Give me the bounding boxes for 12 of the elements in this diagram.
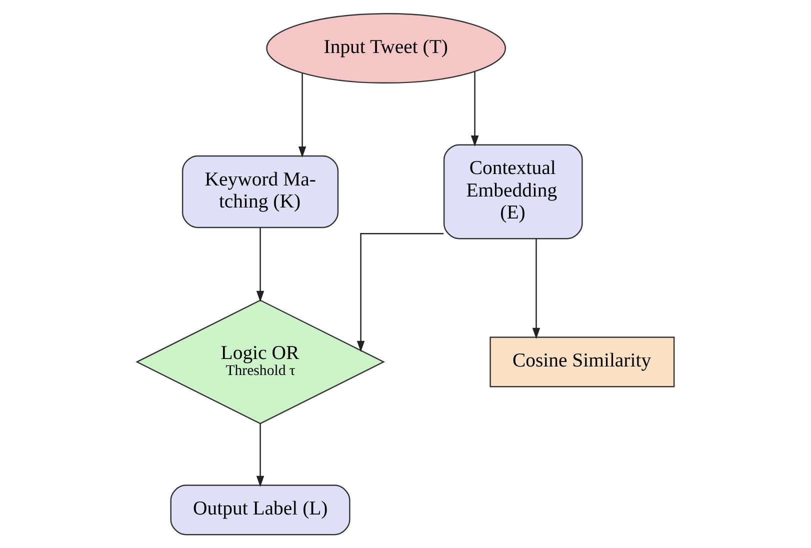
node-ellipse: Input Tweet (T) bbox=[266, 13, 506, 84]
arrow bbox=[256, 424, 264, 487]
arrow bbox=[356, 233, 444, 352]
arrow bbox=[532, 238, 540, 340]
arrow bbox=[470, 72, 479, 147]
node-diamond: Logic OR Threshold τ bbox=[136, 300, 385, 424]
arrow bbox=[256, 228, 264, 302]
node-box: Keyword Ma- tching (K) bbox=[182, 155, 339, 228]
arrow bbox=[298, 73, 306, 158]
node-box: Output Label (L) bbox=[170, 484, 350, 536]
node-box: Cosine Similarity bbox=[490, 336, 675, 388]
node-box: Contextual Embedding (E) bbox=[443, 144, 583, 240]
